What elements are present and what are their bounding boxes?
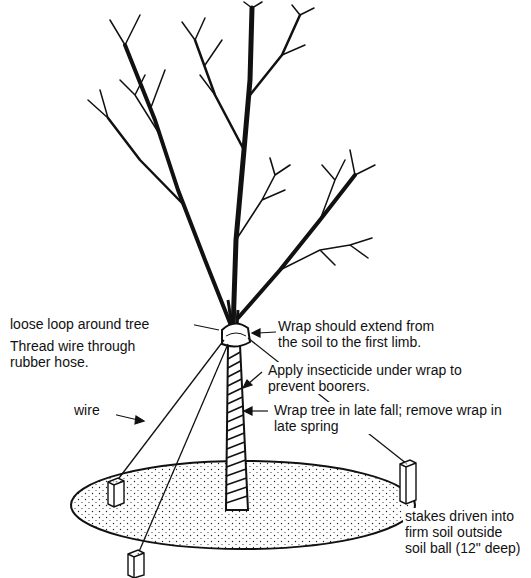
stakes xyxy=(108,460,416,578)
tree-trunk xyxy=(226,345,248,510)
rubber-hose xyxy=(222,323,250,346)
callout-label: stakes driven into firm soil outside soi… xyxy=(403,508,529,556)
callout-label: Wrap tree in late fall; remove wrap in l… xyxy=(272,402,511,434)
callout-label: Apply insecticide under wrap to prevent … xyxy=(266,362,480,394)
hose-edge xyxy=(226,333,246,336)
wrap-stroke xyxy=(226,478,246,485)
callout-label: loose loop around tree xyxy=(8,316,194,332)
wrap-stroke xyxy=(228,370,242,377)
callout-label: Thread wire through rubber hose. xyxy=(8,338,177,370)
wrap-stroke xyxy=(228,361,241,368)
wrap-stroke xyxy=(227,415,243,422)
tree-wrap xyxy=(226,352,247,503)
callout-label: Wrap should extend from the soil to the … xyxy=(276,318,455,350)
wrap-stroke xyxy=(227,406,243,413)
tree-crown xyxy=(88,2,375,330)
wrap-stroke xyxy=(227,442,245,449)
wrap-stroke xyxy=(227,460,246,467)
wrap-stroke xyxy=(228,352,240,359)
wrap-stroke xyxy=(226,496,247,503)
callout-label: wire xyxy=(72,402,116,418)
wrap-stroke xyxy=(226,469,246,476)
wrap-stroke xyxy=(227,424,244,431)
wrap-stroke xyxy=(227,388,242,395)
wrap-stroke xyxy=(227,433,244,440)
wrap-stroke xyxy=(228,379,242,386)
wrap-stroke xyxy=(227,397,242,404)
wrap-stroke xyxy=(226,487,247,494)
wrap-stroke xyxy=(227,451,245,458)
